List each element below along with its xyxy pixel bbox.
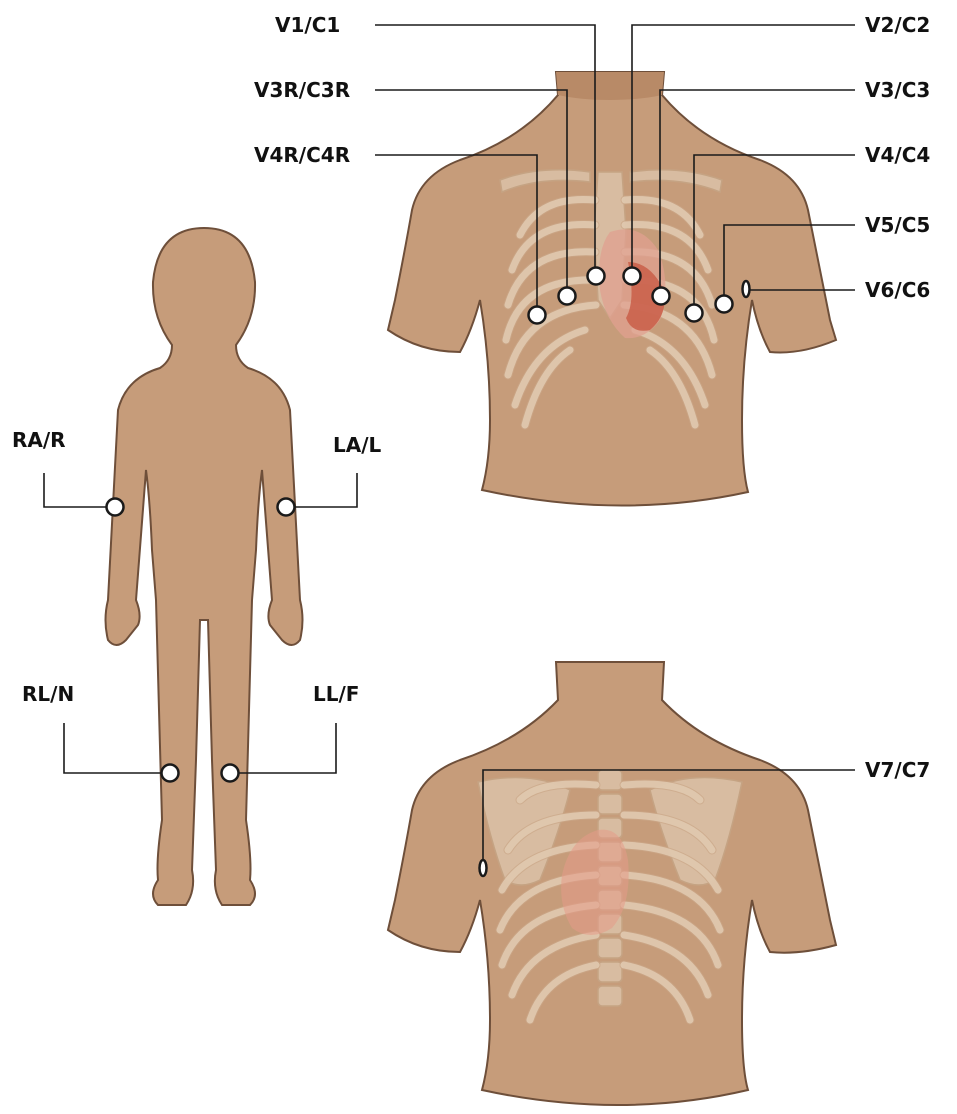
front-torso [388, 72, 836, 506]
leader-la [286, 473, 357, 507]
label-v5: V5/C5 [865, 213, 930, 237]
child-body-outline [106, 228, 303, 905]
back-torso [388, 662, 836, 1105]
label-la: LA/L [333, 433, 382, 457]
label-v4: V4/C4 [865, 143, 930, 167]
electrode-v4r [529, 307, 546, 324]
electrode-v3 [653, 288, 670, 305]
label-v7: V7/C7 [865, 758, 930, 782]
label-v6: V6/C6 [865, 278, 930, 302]
label-v3: V3/C3 [865, 78, 930, 102]
label-rl: RL/N [22, 682, 74, 706]
label-v1: V1/C1 [275, 13, 340, 37]
electrode-v5 [716, 296, 733, 313]
electrode-v6 [743, 281, 750, 297]
electrode-v7 [480, 860, 487, 876]
label-v2: V2/C2 [865, 13, 930, 37]
electrode-v4 [686, 305, 703, 322]
electrode-v1 [588, 268, 605, 285]
electrode-ra [107, 499, 124, 516]
label-ll: LL/F [313, 682, 359, 706]
leader-rl [64, 723, 170, 773]
electrode-v2 [624, 268, 641, 285]
leader-ra [44, 473, 115, 507]
label-ra: RA/R [12, 428, 66, 452]
label-v4r: V4R/C4R [254, 143, 350, 167]
electrode-la [278, 499, 295, 516]
child-body [106, 228, 303, 905]
electrode-rl [162, 765, 179, 782]
electrode-ll [222, 765, 239, 782]
label-v3r: V3R/C3R [254, 78, 350, 102]
electrode-v3r [559, 288, 576, 305]
